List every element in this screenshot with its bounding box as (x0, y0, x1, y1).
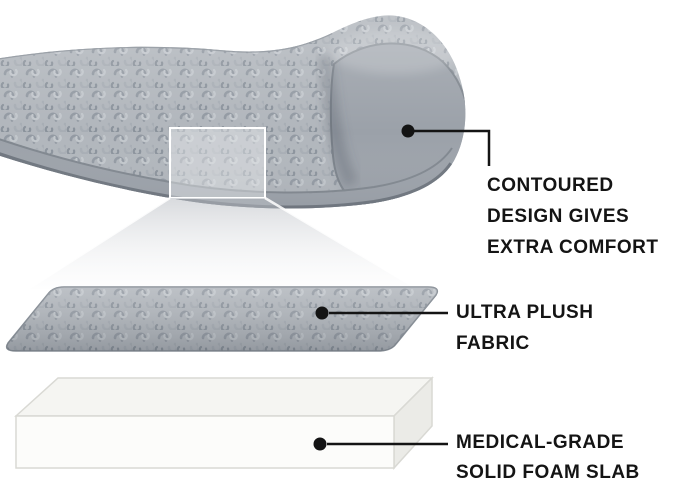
callout-label-medical-grade-foam: MEDICAL-GRADE SOLID FOAM SLAB (456, 428, 640, 487)
callout-dot-bed (401, 124, 415, 138)
callout-label-line: SOLID FOAM SLAB (456, 462, 640, 483)
callout-label-ultra-plush-fabric: ULTRA PLUSH FABRIC (456, 297, 593, 359)
callout-dots (313, 124, 415, 451)
zoom-source-rect (169, 127, 266, 199)
callout-label-line: ULTRA PLUSH (456, 302, 594, 323)
callout-label-line: EXTRA COMFORT (487, 237, 659, 258)
foam-top-face (14, 377, 434, 417)
plush-fabric-swatch (5, 286, 439, 352)
bed-highlight (330, 30, 460, 74)
callout-lines (327, 129, 491, 446)
callout-label-line: FABRIC (456, 333, 530, 354)
callout-dot-fabric (315, 306, 329, 320)
callout-label-line: DESIGN GIVES (487, 206, 630, 227)
zoom-projection-edges (27, 196, 419, 291)
foam-slab (14, 376, 434, 470)
callout-dot-foam (313, 437, 327, 451)
zoom-projection (28, 198, 418, 289)
callout-line-bed (413, 129, 491, 166)
callout-label-line: CONTOURED (487, 175, 614, 196)
callout-label-line: MEDICAL-GRADE (456, 432, 624, 453)
callout-label-contoured-design: CONTOURED DESIGN GIVES EXTRA COMFORT (487, 170, 659, 263)
foam-front-face (15, 415, 395, 469)
swatch-shading (6, 287, 438, 351)
